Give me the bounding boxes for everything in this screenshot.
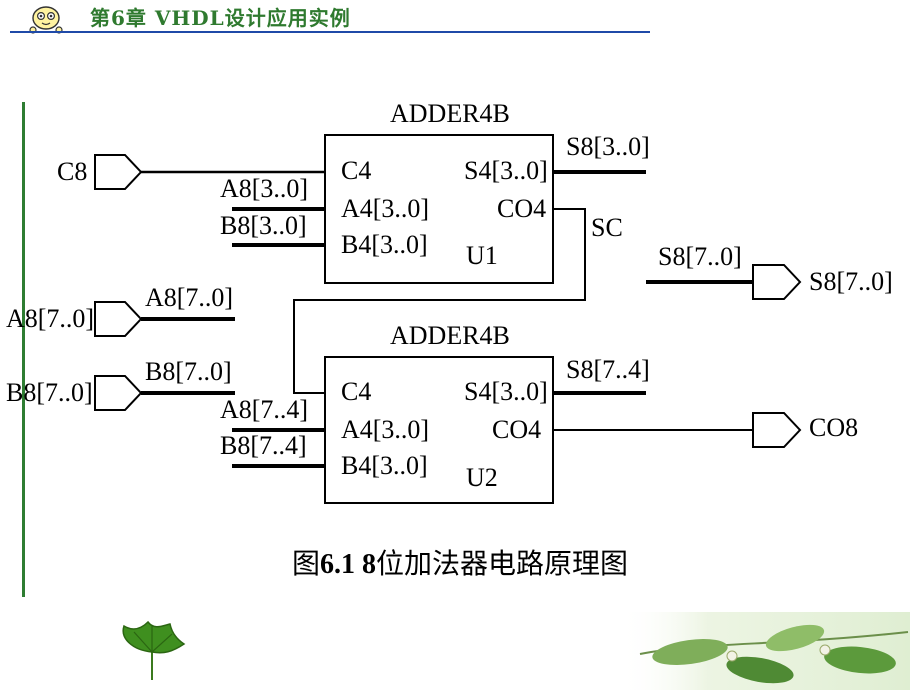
u1-block-name: ADDER4B xyxy=(390,99,510,128)
chapter-title: 第6章 VHDL设计应用实例 xyxy=(90,6,351,30)
caption-text: 位加法器电路原理图 xyxy=(376,547,629,580)
u2-pin-s4: S4[3..0] xyxy=(464,377,548,406)
b8-lo-net-label: B8[3..0] xyxy=(220,211,307,240)
leaf-decoration-right xyxy=(620,612,910,690)
u1-pin-co4: CO4 xyxy=(497,194,547,223)
u2-pin-b4: B4[3..0] xyxy=(341,451,428,480)
sc-net xyxy=(293,208,586,394)
a8-in-port xyxy=(94,301,143,337)
b8-in-net-label: B8[7..0] xyxy=(145,357,232,386)
caption-number: 6.1 8 xyxy=(320,549,376,580)
s8-out-port-label: S8[7..0] xyxy=(809,269,893,295)
u2-block-name: ADDER4B xyxy=(390,321,510,350)
s8-lo-net-label: S8[3..0] xyxy=(566,132,650,161)
a8-in-port-label: A8[7..0] xyxy=(6,304,95,333)
a8-lo-net-label: A8[3..0] xyxy=(220,174,309,203)
u1-pin-b4: B4[3..0] xyxy=(341,230,428,259)
u2-instance: U2 xyxy=(466,463,498,492)
a8-in-net-label: A8[7..0] xyxy=(145,283,234,312)
a8-hi-net-label: A8[7..4] xyxy=(220,395,309,424)
u1-instance: U1 xyxy=(466,241,498,270)
figure-caption: 图6.1 8位加法器电路原理图 xyxy=(0,542,920,582)
co8-port-label: CO8 xyxy=(809,413,859,442)
b8-in-port-label: B8[7..0] xyxy=(6,378,93,407)
sc-net-label: SC xyxy=(591,213,623,242)
sidebar-rule xyxy=(22,102,25,597)
s8-hi-net-label: S8[7..4] xyxy=(566,355,650,384)
c8-port-label: C8 xyxy=(57,157,88,186)
u1-pin-a4: A4[3..0] xyxy=(341,194,430,223)
co8-port xyxy=(752,412,802,448)
u1-pin-c4: C4 xyxy=(341,156,372,185)
u2-pin-c4: C4 xyxy=(341,377,372,406)
u2-pin-co4: CO4 xyxy=(492,415,542,444)
caption-prefix: 图 xyxy=(291,547,320,580)
leaf-decoration-left xyxy=(122,620,186,680)
b8-hi-net-label: B8[7..4] xyxy=(220,431,307,460)
s8-out-port xyxy=(752,264,802,300)
header-rule xyxy=(10,31,650,33)
page-header: 第6章 VHDL设计应用实例 xyxy=(0,0,920,50)
b8-in-port xyxy=(94,375,143,411)
s8-net-label: S8[7..0] xyxy=(658,242,742,271)
u2-pin-a4: A4[3..0] xyxy=(341,415,430,444)
c8-port xyxy=(94,154,143,190)
u1-pin-s4: S4[3..0] xyxy=(464,156,548,185)
